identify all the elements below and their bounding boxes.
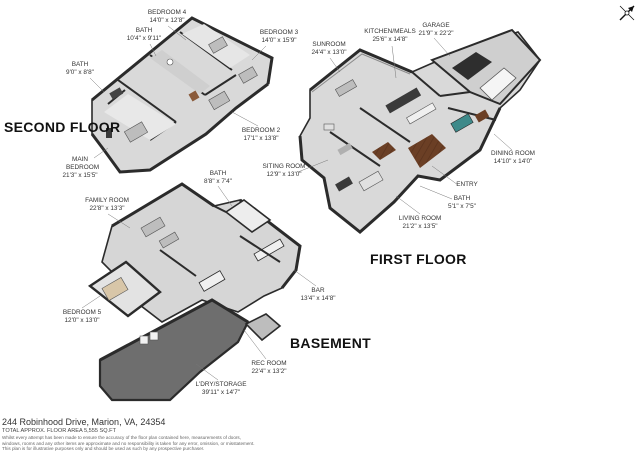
- basement-plan: [87, 182, 302, 402]
- room-label-rec: REC ROOM 22'4" x 13'2": [251, 360, 287, 375]
- second-floor-outer-wall: [91, 16, 274, 102]
- room-label-bath-upper-a: BATH 10'4" x 9'11": [126, 27, 162, 42]
- disclaimer-line-3: This plan is for illustrative purposes o…: [2, 446, 205, 452]
- north-compass-icon: [619, 5, 635, 21]
- room-label-bath-basement: BATH 8'8" x 7'4": [204, 170, 232, 185]
- room-dims: 14'0" x 12'8": [149, 17, 185, 24]
- room-label-living: LIVING ROOM 21'2" x 13'5": [398, 215, 442, 230]
- disclaimer-line-1: Whilst every attempt has been made to en…: [2, 435, 242, 440]
- room-label-entry: ENTRY: [456, 181, 478, 188]
- room-label-bedroom2: BEDROOM 2 17'1" x 13'8": [241, 127, 281, 142]
- room-label-bedroom5: BEDROOM 5 12'0" x 13'0": [62, 309, 102, 324]
- room-label-dining: DINING ROOM 14'10" x 14'0": [490, 150, 536, 165]
- room-label-bath-upper-b: BATH 9'0" x 8'8": [66, 61, 94, 76]
- garage-slab: [430, 28, 542, 106]
- room-label-sunroom: SUNROOM 24'4" x 13'0": [311, 41, 347, 56]
- entry-wood-floor: [408, 134, 446, 168]
- second-floor-title: SECOND FLOOR: [4, 119, 121, 135]
- footer: 244 Robinhood Drive, Marion, VA, 24354 T…: [2, 417, 638, 452]
- first-floor-plan: [298, 28, 542, 234]
- room-label-main-bedroom: MAIN BEDROOM 21'3" x 15'5": [62, 156, 100, 179]
- first-floor-title: FIRST FLOOR: [370, 251, 467, 267]
- total-floor-area: TOTAL APPROX. FLOOR AREA 5,555 SQ.FT: [2, 428, 116, 434]
- basement-title: BASEMENT: [290, 335, 371, 351]
- second-floor-plan: [90, 16, 274, 174]
- room-label-family: FAMILY ROOM 22'8" x 13'3": [85, 197, 129, 212]
- property-address: 244 Robinhood Drive, Marion, VA, 24354: [2, 417, 166, 427]
- floor-plan-drawing: [87, 16, 542, 402]
- room-label-bar: BAR 13'4" x 14'8": [300, 287, 336, 302]
- room-label-sitting: SITING ROOM 12'9" x 13'0": [262, 163, 306, 178]
- room-label-bath-first: BATH 5'1" x 7'5": [448, 195, 476, 210]
- room-label-kitchen: KITCHEN/MEALS 25'6" x 14'8": [364, 28, 416, 43]
- room-label-bedroom4: BEDROOM 4 14'0" x 12'8": [147, 9, 187, 25]
- room-label-garage: GARAGE 21'9" x 22'2": [418, 22, 454, 37]
- room-label-laundry: L'DRY/STORAGE 39'11" x 14'7": [195, 381, 247, 396]
- room-label-bedroom3: BEDROOM 3 14'0" x 15'9": [259, 29, 299, 44]
- room-name: BEDROOM 4: [147, 9, 187, 16]
- disclaimer-line-2: windows, rooms and any other items are a…: [2, 440, 255, 446]
